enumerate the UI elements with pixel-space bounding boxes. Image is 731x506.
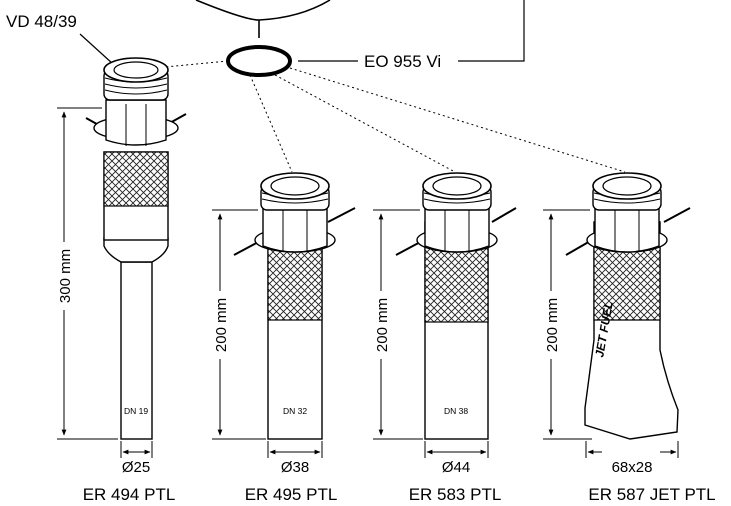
nozzle-er583: [395, 172, 517, 440]
nozzle-er495-name: ER 495 PTL: [245, 485, 338, 504]
nozzle-er494-name: ER 494 PTL: [83, 485, 176, 504]
nozzle-er587-diameter: 68x28: [612, 459, 653, 476]
nozzle-er494-diameter: Ø25: [122, 459, 150, 476]
nozzle-er494: [85, 57, 187, 440]
nozzle-er495-diameter: Ø38: [281, 459, 309, 476]
o-ring-leader-right: [458, 0, 525, 62]
nozzle-er587-length: 200 mm: [544, 298, 561, 352]
dotted-connectors: [164, 60, 626, 173]
seal-ring-label: VD 48/39: [6, 12, 77, 31]
nozzle-er494-length: 300 mm: [57, 249, 74, 303]
nozzle-er494-dn: DN 19: [124, 406, 148, 416]
nozzle-er587-name: ER 587 JET PTL: [588, 485, 715, 504]
o-ring-icon: [226, 45, 292, 77]
o-ring-label: EO 955 Vi: [364, 52, 441, 71]
nozzle-er495: [233, 172, 356, 440]
dimension-er583-diameter: [424, 441, 489, 458]
top-part-outline: [195, 0, 331, 21]
nozzle-er583-name: ER 583 PTL: [409, 485, 502, 504]
nozzle-er495-dn: DN 32: [283, 406, 307, 416]
dimension-er495-diameter: [267, 441, 323, 458]
nozzle-er587: [565, 172, 691, 440]
nozzle-er583-diameter: Ø44: [442, 459, 470, 476]
nozzle-er583-length: 200 mm: [374, 298, 391, 352]
nozzle-er583-dn: DN 38: [444, 406, 468, 416]
nozzle-er495-length: 200 mm: [213, 298, 230, 352]
dimension-er494-diameter: [120, 441, 153, 458]
